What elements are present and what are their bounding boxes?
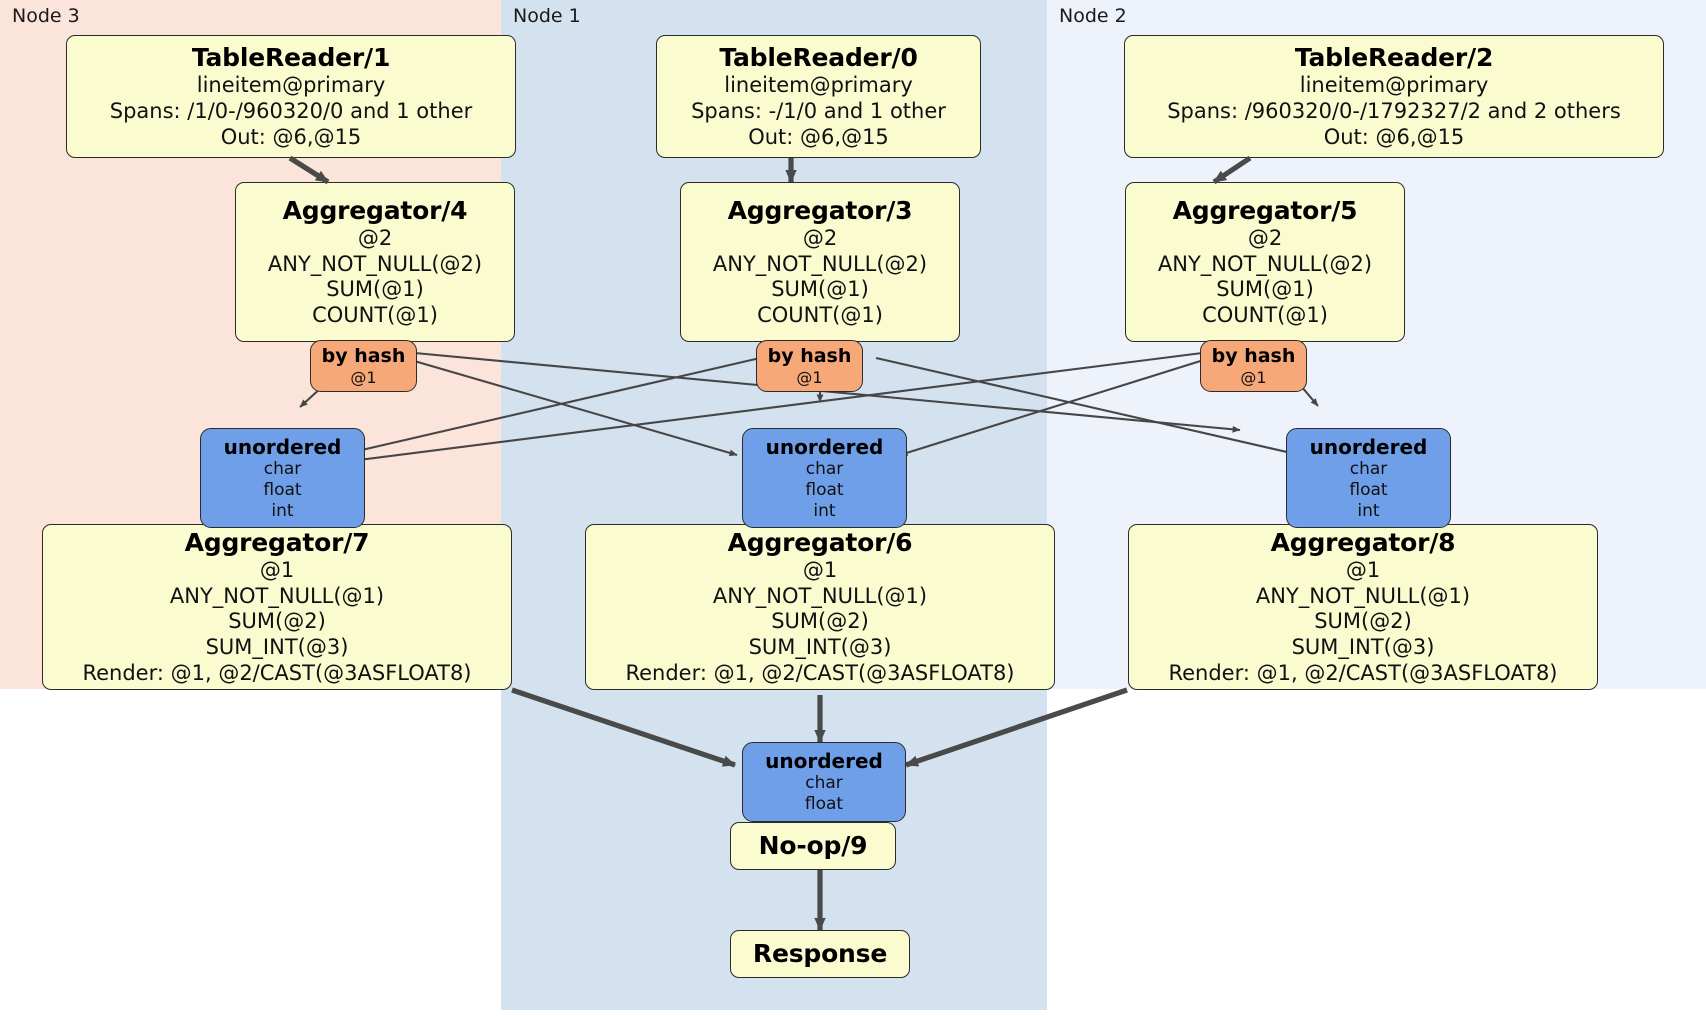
processor-title: TableReader/0 xyxy=(719,42,918,72)
router-title: unordered xyxy=(1309,434,1428,459)
processor-group-col: @1 xyxy=(1345,558,1381,583)
processor-agg-fn-1: ANY_NOT_NULL(@2) xyxy=(712,251,928,276)
processor-title: TableReader/1 xyxy=(191,42,391,72)
processor-aggregator-3[interactable]: Aggregator/3 @2 ANY_NOT_NULL(@2) SUM(@1)… xyxy=(680,182,960,342)
processor-group-col: @1 xyxy=(259,558,295,583)
processor-agg-fn-1: ANY_NOT_NULL(@2) xyxy=(267,251,483,276)
node-panel-label-node1: Node 1 xyxy=(513,5,581,27)
processor-agg-fn-3: COUNT(@1) xyxy=(312,302,438,327)
processor-agg-fn-1: ANY_NOT_NULL(@2) xyxy=(1157,251,1373,276)
router-type-2: float xyxy=(804,794,844,815)
processor-aggregator-4[interactable]: Aggregator/4 @2 ANY_NOT_NULL(@2) SUM(@1)… xyxy=(235,182,515,342)
router-column: @1 xyxy=(350,367,377,387)
processor-agg-fn-2: SUM(@1) xyxy=(326,277,424,302)
processor-agg-fn-2: SUM(@2) xyxy=(1314,609,1412,634)
processor-agg-fn-1: ANY_NOT_NULL(@1) xyxy=(169,583,385,608)
processor-agg-fn-1: ANY_NOT_NULL(@1) xyxy=(1255,583,1471,608)
input-sync-unordered-noop[interactable]: unordered char float xyxy=(742,742,906,822)
processor-table: lineitem@primary xyxy=(724,73,913,98)
response-title: Response xyxy=(752,938,888,968)
output-router-by-hash-agg4[interactable]: by hash @1 xyxy=(310,340,417,392)
processor-table: lineitem@primary xyxy=(1299,73,1489,98)
processor-title: Aggregator/3 xyxy=(727,195,913,225)
processor-group-col: @2 xyxy=(357,226,393,251)
router-title: by hash xyxy=(1211,344,1296,367)
processor-tablereader-2[interactable]: TableReader/2 lineitem@primary Spans: /9… xyxy=(1124,35,1664,158)
input-sync-unordered-agg7[interactable]: unordered char float int xyxy=(200,428,365,528)
processor-title: Aggregator/8 xyxy=(1270,527,1456,557)
router-column: @1 xyxy=(1240,367,1267,387)
router-type-1: char xyxy=(263,459,302,480)
processor-table: lineitem@primary xyxy=(196,73,386,98)
processor-agg-fn-2: SUM(@1) xyxy=(1216,277,1314,302)
response-node[interactable]: Response xyxy=(730,930,910,978)
processor-title: No-op/9 xyxy=(758,830,868,860)
processor-agg-fn-3: SUM_INT(@3) xyxy=(205,635,349,660)
router-type-1: char xyxy=(1349,459,1388,480)
processor-group-col: @1 xyxy=(802,558,838,583)
router-type-2: float xyxy=(1349,479,1388,500)
router-type-3: int xyxy=(271,500,294,521)
input-sync-unordered-agg6[interactable]: unordered char float int xyxy=(742,428,907,528)
processor-aggregator-5[interactable]: Aggregator/5 @2 ANY_NOT_NULL(@2) SUM(@1)… xyxy=(1125,182,1405,342)
router-column: @1 xyxy=(796,367,823,387)
processor-aggregator-8[interactable]: Aggregator/8 @1 ANY_NOT_NULL(@1) SUM(@2)… xyxy=(1128,524,1598,690)
processor-agg-fn-2: SUM(@1) xyxy=(771,277,869,302)
router-type-3: int xyxy=(1357,500,1380,521)
processor-agg-fn-2: SUM(@2) xyxy=(228,609,326,634)
processor-agg-fn-3: COUNT(@1) xyxy=(1202,302,1328,327)
processor-out: Out: @6,@15 xyxy=(748,124,889,149)
output-router-by-hash-agg5[interactable]: by hash @1 xyxy=(1200,340,1307,392)
processor-title: Aggregator/6 xyxy=(727,527,913,557)
processor-out: Out: @6,@15 xyxy=(220,124,362,149)
processor-spans: Spans: /1/0-/960320/0 and 1 other xyxy=(109,98,473,123)
input-sync-unordered-agg8[interactable]: unordered char float int xyxy=(1286,428,1451,528)
processor-agg-fn-1: ANY_NOT_NULL(@1) xyxy=(712,583,928,608)
router-title: unordered xyxy=(765,434,884,459)
processor-agg-fn-3: COUNT(@1) xyxy=(757,302,883,327)
processor-tablereader-1[interactable]: TableReader/1 lineitem@primary Spans: /1… xyxy=(66,35,516,158)
processor-render: Render: @1, @2/CAST(@3ASFLOAT8) xyxy=(1168,660,1558,685)
router-title: by hash xyxy=(767,344,852,367)
router-title: by hash xyxy=(321,344,406,367)
processor-group-col: @2 xyxy=(802,226,838,251)
router-type-1: char xyxy=(805,773,843,794)
processor-title: Aggregator/4 xyxy=(282,195,468,225)
processor-no-op-9[interactable]: No-op/9 xyxy=(730,822,896,870)
processor-title: Aggregator/5 xyxy=(1172,195,1358,225)
processor-agg-fn-3: SUM_INT(@3) xyxy=(748,635,892,660)
router-type-1: char xyxy=(805,459,844,480)
processor-render: Render: @1, @2/CAST(@3ASFLOAT8) xyxy=(625,660,1015,685)
processor-tablereader-0[interactable]: TableReader/0 lineitem@primary Spans: -/… xyxy=(656,35,981,158)
processor-spans: Spans: /960320/0-/1792327/2 and 2 others xyxy=(1167,98,1621,123)
node-panel-label-node3: Node 3 xyxy=(12,5,80,27)
processor-render: Render: @1, @2/CAST(@3ASFLOAT8) xyxy=(82,660,472,685)
processor-group-col: @2 xyxy=(1247,226,1283,251)
processor-aggregator-7[interactable]: Aggregator/7 @1 ANY_NOT_NULL(@1) SUM(@2)… xyxy=(42,524,512,690)
processor-out: Out: @6,@15 xyxy=(1323,124,1465,149)
node-panel-label-node2: Node 2 xyxy=(1059,5,1127,27)
processor-aggregator-6[interactable]: Aggregator/6 @1 ANY_NOT_NULL(@1) SUM(@2)… xyxy=(585,524,1055,690)
processor-agg-fn-3: SUM_INT(@3) xyxy=(1291,635,1435,660)
output-router-by-hash-agg3[interactable]: by hash @1 xyxy=(756,340,863,392)
processor-agg-fn-2: SUM(@2) xyxy=(771,609,869,634)
router-title: unordered xyxy=(223,434,342,459)
processor-title: Aggregator/7 xyxy=(184,527,370,557)
router-type-2: float xyxy=(805,479,844,500)
processor-title: TableReader/2 xyxy=(1294,42,1494,72)
router-title: unordered xyxy=(765,749,883,774)
router-type-3: int xyxy=(813,500,836,521)
processor-spans: Spans: -/1/0 and 1 other xyxy=(691,98,946,123)
router-type-2: float xyxy=(263,479,302,500)
